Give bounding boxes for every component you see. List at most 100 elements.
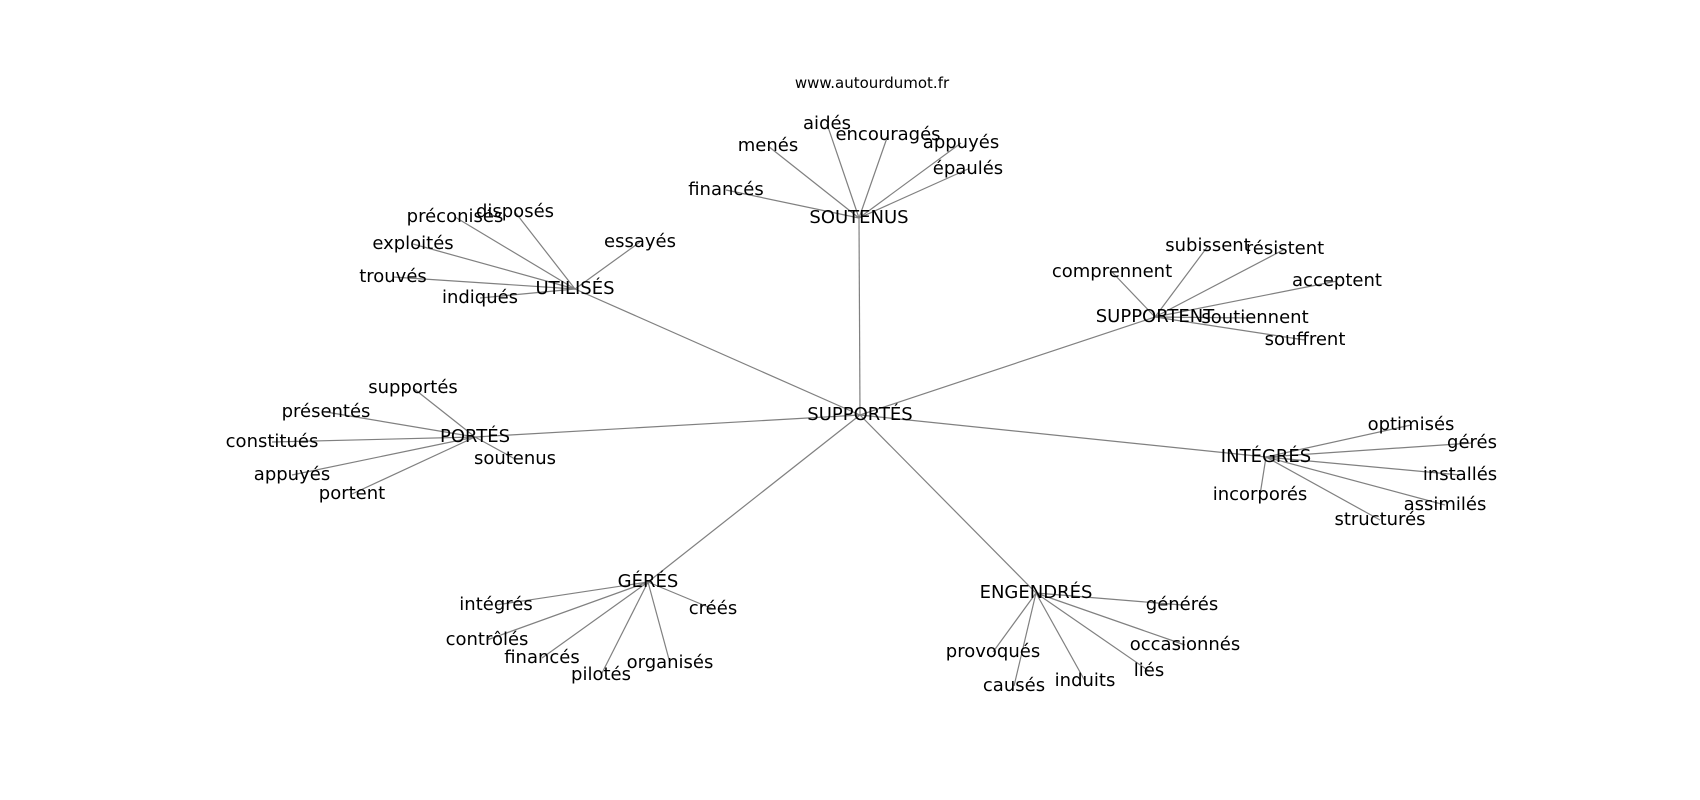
edge-hub-leaf — [600, 581, 649, 676]
edge-hub-leaf — [291, 436, 476, 476]
edge-hub-leaf — [1035, 592, 1186, 646]
edge-center-hub — [859, 414, 1037, 594]
site-url: www.autourdumot.fr — [795, 74, 950, 92]
leaf-word-label[interactable]: incorporés — [1213, 484, 1308, 505]
edge-hub-leaf — [479, 288, 576, 299]
leaf-word-label[interactable]: appuyés — [254, 464, 330, 485]
hub-word-label[interactable]: PORTÉS — [440, 425, 510, 447]
edge-hub-leaf — [1154, 248, 1286, 318]
edge-hub-leaf — [1265, 424, 1412, 458]
leaf-word-label[interactable]: présentés — [282, 401, 371, 422]
edge-hub-leaf — [992, 592, 1037, 653]
leaf-word-label[interactable]: gérés — [1447, 432, 1497, 453]
edge-hub-leaf — [1154, 245, 1209, 318]
center-word-label[interactable]: SUPPORTÉS — [807, 403, 912, 425]
edge-hub-leaf — [1259, 456, 1267, 496]
leaf-word-label[interactable]: créés — [689, 598, 737, 619]
edge-hub-leaf — [1035, 592, 1086, 682]
leaf-word-label[interactable]: occasionnés — [1130, 634, 1241, 655]
edge-hub-leaf — [514, 211, 576, 290]
edge-center-hub — [474, 414, 861, 438]
edge-hub-leaf — [325, 411, 476, 438]
edge-hub-leaf — [474, 436, 516, 460]
edge-hub-leaf — [392, 276, 576, 290]
leaf-word-label[interactable]: menés — [738, 135, 798, 156]
leaf-word-label[interactable]: assimilés — [1404, 494, 1487, 515]
leaf-word-label[interactable]: supportés — [368, 377, 458, 398]
leaf-word-label[interactable]: liés — [1134, 660, 1164, 681]
edge-hub-leaf — [826, 123, 860, 219]
leaf-word-label[interactable]: portent — [319, 483, 385, 504]
leaf-word-label[interactable]: résistent — [1246, 238, 1324, 259]
edge-hub-leaf — [1265, 456, 1446, 506]
hub-word-label[interactable]: GÉRÉS — [618, 570, 679, 592]
edge-hub-leaf — [767, 145, 860, 219]
edge-center-hub — [859, 316, 1156, 416]
leaf-word-label[interactable]: causés — [983, 675, 1045, 696]
leaf-word-label[interactable]: pilotés — [571, 664, 631, 685]
edge-hub-leaf — [647, 581, 714, 610]
leaf-word-label[interactable]: induits — [1055, 670, 1116, 691]
edge-hub-leaf — [574, 241, 641, 290]
edge-hub-leaf — [541, 581, 649, 659]
hub-word-label[interactable]: INTÉGRÉS — [1221, 445, 1311, 467]
edge-hub-leaf — [412, 243, 576, 290]
leaf-word-label[interactable]: essayés — [604, 231, 676, 252]
leaf-word-label[interactable]: subissent — [1165, 235, 1251, 256]
edge-hub-leaf — [412, 387, 476, 438]
edge-hub-leaf — [1265, 442, 1473, 458]
edge-hub-leaf — [1154, 316, 1256, 319]
edge-hub-leaf — [858, 134, 889, 219]
hub-word-label[interactable]: SUPPORTENT — [1096, 306, 1216, 327]
leaf-word-label[interactable]: organisés — [627, 652, 714, 673]
leaf-word-label[interactable]: constitués — [226, 431, 319, 452]
edge-hub-leaf — [454, 216, 576, 290]
leaf-word-label[interactable]: financés — [504, 647, 580, 668]
leaf-word-label[interactable]: soutenus — [474, 448, 556, 469]
edge-hub-leaf — [1154, 316, 1306, 341]
leaf-word-label[interactable]: structurés — [1334, 509, 1425, 530]
graph-labels: financésmenésaidésencouragésappuyésépaul… — [226, 113, 1498, 696]
leaf-word-label[interactable]: trouvés — [359, 266, 427, 287]
edge-hub-leaf — [1154, 280, 1338, 318]
leaf-word-label[interactable]: appuyés — [923, 132, 999, 153]
edge-hub-leaf — [271, 436, 476, 443]
hub-word-label[interactable]: SOUTENUS — [809, 207, 908, 228]
leaf-word-label[interactable]: épaulés — [933, 158, 1003, 179]
edge-hub-leaf — [858, 142, 962, 219]
leaf-word-label[interactable]: générés — [1146, 594, 1218, 615]
leaf-word-label[interactable]: financés — [688, 179, 764, 200]
leaf-word-label[interactable]: provoqués — [946, 641, 1040, 662]
graph-edges — [271, 123, 1473, 687]
hub-word-label[interactable]: UTILISÉS — [535, 277, 614, 299]
hub-word-label[interactable]: ENGENDRÉS — [980, 581, 1093, 603]
leaf-word-label[interactable]: acceptent — [1292, 270, 1382, 291]
leaf-word-label[interactable]: aidés — [803, 113, 851, 134]
edge-center-hub — [858, 217, 861, 416]
leaf-word-label[interactable]: souffrent — [1265, 329, 1346, 350]
edge-hub-leaf — [1111, 271, 1156, 318]
leaf-word-label[interactable]: préconisés — [407, 206, 504, 227]
leaf-word-label[interactable]: installés — [1423, 464, 1497, 485]
leaf-word-label[interactable]: intégrés — [459, 594, 532, 615]
leaf-word-label[interactable]: encouragés — [835, 124, 940, 145]
leaf-word-label[interactable]: contrôlés — [446, 629, 529, 650]
edge-hub-leaf — [351, 436, 476, 495]
leaf-word-label[interactable]: disposés — [476, 201, 554, 222]
edge-hub-leaf — [725, 189, 860, 219]
leaf-word-label[interactable]: optimisés — [1368, 414, 1455, 435]
leaf-word-label[interactable]: indiqués — [442, 287, 518, 308]
edge-hub-leaf — [858, 168, 969, 219]
leaf-word-label[interactable]: soutiennent — [1201, 307, 1308, 328]
edge-hub-leaf — [495, 581, 649, 606]
edge-hub-leaf — [1035, 592, 1183, 606]
leaf-word-label[interactable]: exploités — [372, 233, 453, 254]
edge-hub-leaf — [1265, 456, 1461, 476]
edge-hub-leaf — [1035, 592, 1150, 672]
edge-hub-leaf — [1265, 456, 1381, 521]
edge-center-hub — [574, 288, 861, 416]
edge-center-hub — [647, 414, 861, 583]
edge-hub-leaf — [1013, 592, 1037, 687]
leaf-word-label[interactable]: comprennent — [1052, 261, 1172, 282]
